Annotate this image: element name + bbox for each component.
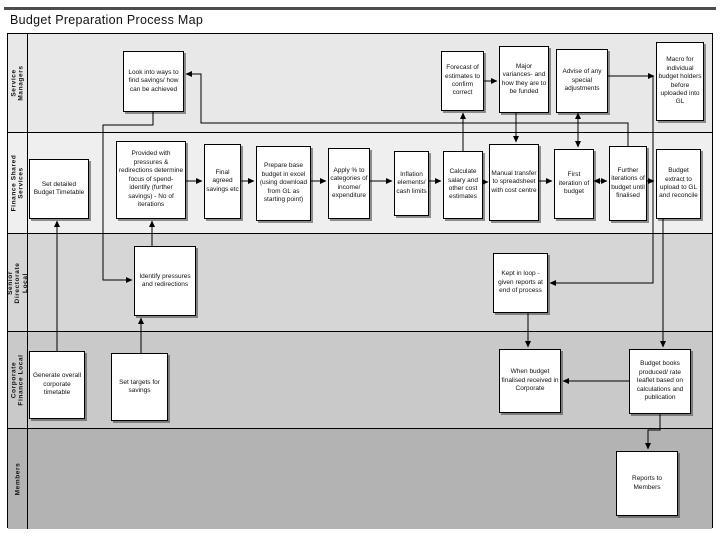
lane-label-corporate-finance-local: Corporate Finance Local <box>10 354 25 406</box>
lane-label-finance-shared-services: Finance Shared Services <box>10 154 25 212</box>
node-further-iterations: Further iterations of budget until final… <box>609 146 647 221</box>
node-calc-salary: Calculate salary and other cost estimate… <box>443 151 483 219</box>
node-major-variances: Major variances- and how they are to be … <box>499 46 549 113</box>
node-look-into: Look into ways to find savings/ how can … <box>123 51 184 112</box>
page-title: Budget Preparation Process Map <box>10 13 204 27</box>
lane-labelcell: Service Managers <box>8 34 28 132</box>
node-provided: Provided with pressures & redirections d… <box>116 141 186 219</box>
node-macro: Macro for individual budget holders befo… <box>656 42 704 121</box>
node-identify: Identify pressures and redirections <box>134 246 196 316</box>
lane-label-members: Members <box>13 462 21 496</box>
lane-labelcell: Corporate Finance Local <box>8 332 28 428</box>
node-advise: Advise of any special adjustments <box>556 49 608 113</box>
node-reports-members: Reports to Members <box>616 451 678 516</box>
lane-senior-directorate-local: Senior Directorate Local <box>6 233 712 331</box>
node-manual-transfer: Manual transfer to spreadsheet with cost… <box>489 144 539 221</box>
lane-labelcell: Senior Directorate Local <box>6 234 29 331</box>
node-prepare-base: Prepare base budget in excel (using down… <box>256 146 311 221</box>
node-set-detailed: Set detailed Budget Timetable <box>29 159 89 219</box>
lane-labelcell: Finance Shared Services <box>8 133 28 233</box>
node-budget-extract: Budget extract to upload to GL and recon… <box>656 149 701 219</box>
node-apply-pct: Apply % to categories of income/ expendi… <box>328 148 370 219</box>
node-generate-timetable: Generate overall corporate timetable <box>29 351 85 419</box>
node-forecast: Forecast of estimates to confirm correct <box>441 51 484 111</box>
top-rule <box>4 7 716 10</box>
node-first-iteration: First iteration of budget <box>554 149 594 219</box>
node-inflation: Inflation elements/ cash limits <box>394 151 429 216</box>
node-budget-books: Budget books produced/ rate leaflet base… <box>629 349 691 414</box>
node-kept-in-loop: Kept in loop - given reports at end of p… <box>493 253 548 313</box>
node-when-budget: When budget finalised received in Corpor… <box>499 349 561 413</box>
lane-label-service-managers: Service Managers <box>10 65 25 101</box>
lane-members: Members <box>8 428 712 529</box>
lane-label-senior-directorate-local: Senior Directorate Local <box>6 262 29 303</box>
process-map-frame: Service Managers Finance Shared Services… <box>6 33 713 529</box>
node-set-targets: Set targets for savings <box>111 353 168 421</box>
node-final-agreed: Final agreed savings etc <box>204 144 241 219</box>
lane-labelcell: Members <box>8 429 28 529</box>
